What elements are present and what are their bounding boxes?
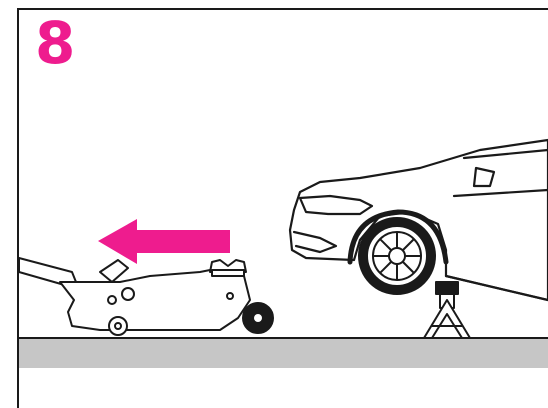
jack-stand-icon xyxy=(423,281,471,339)
car-icon xyxy=(288,138,548,302)
illustration-frame xyxy=(17,8,548,408)
ground-strip xyxy=(19,338,548,368)
illustration-scene xyxy=(18,138,548,368)
step-number: 8 xyxy=(35,9,76,77)
floor-jack-icon xyxy=(18,257,274,336)
wheel-icon xyxy=(358,217,436,295)
arrow-left-icon xyxy=(98,219,230,264)
